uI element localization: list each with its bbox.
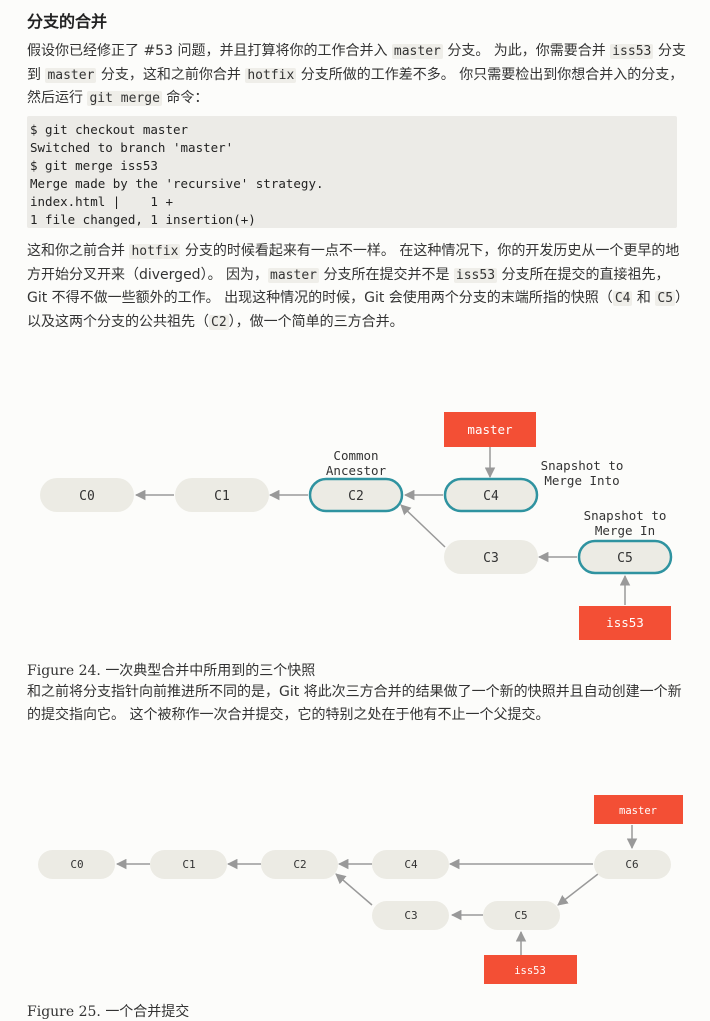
commit-label: C4 — [404, 858, 418, 871]
commit-c5[interactable]: C5 — [483, 901, 560, 930]
commit-label: C1 — [214, 489, 230, 504]
commit-c3[interactable]: C3 — [372, 901, 449, 930]
inline-code: C4 — [612, 291, 633, 306]
inline-code: master — [391, 44, 443, 59]
branch-label: iss53 — [606, 615, 644, 630]
text: 和 — [632, 290, 656, 306]
text: 分支的时候看起来有一点不一样。 在这种情况下，你的开发历史从一个更早的地方开始分… — [27, 243, 680, 283]
commit-label: C3 — [404, 909, 417, 922]
commit-c4[interactable]: C4 — [443, 477, 539, 513]
annotation-common: Common — [333, 448, 378, 463]
merge-commit-paragraph: 和之前将分支指针向前推进所不同的是，Git 将此次三方合并的结果做了一个新的快照… — [27, 684, 682, 723]
inline-code: hotfix — [129, 244, 181, 259]
text: 分支，这和之前你合并 — [96, 66, 246, 83]
commit-c3[interactable]: C3 — [444, 540, 538, 574]
code-line: Switched to branch 'master' — [30, 140, 234, 155]
commit-c4[interactable]: C4 — [372, 850, 449, 879]
figure-caption: Figure 24. 一次典型合并中所用到的三个快照 — [27, 663, 316, 679]
annotation-ancestor: Ancestor — [326, 463, 387, 478]
inline-code: git merge — [87, 91, 162, 106]
commit-label: C2 — [348, 489, 364, 504]
commit-label: C0 — [79, 489, 95, 504]
commit-c2[interactable]: C2 — [261, 850, 338, 879]
section-title: 分支的合并 — [27, 12, 108, 31]
text: 这和你之前合并 — [27, 243, 130, 259]
text: 分支到 — [27, 43, 686, 83]
branch-master[interactable]: master — [444, 412, 536, 447]
text: 分支。 为此，你需要合并 — [442, 43, 611, 59]
commit-c5[interactable]: C5 — [577, 539, 673, 575]
inline-code: hotfix — [245, 67, 297, 83]
code-line: $ git checkout master — [30, 122, 189, 137]
branch-label: master — [619, 805, 657, 817]
explanation-paragraph: 这和你之前合并 hotfix 分支的时候看起来有一点不一样。 在这种情况下，你的… — [27, 240, 687, 334]
annotation-snapshot: Snapshot to — [541, 458, 624, 473]
text: 假设你已经修正了 #53 问题，并且打算将你的工作合并入 — [27, 43, 392, 59]
text: ），做一个简单的三方合并。 — [228, 313, 404, 330]
figure-caption: Figure 25. 一个合并提交 — [27, 1004, 190, 1020]
commit-c2[interactable]: C2 — [308, 477, 404, 513]
text: ）以及这两个分支的公共祖先（ — [27, 290, 683, 330]
branch-label: iss53 — [514, 965, 546, 977]
figure-three-snapshots: C0 C1 C2 C4 C3 C5 master iss53 — [40, 412, 673, 640]
code-line: $ git merge iss53 — [30, 158, 158, 173]
commit-label: C6 — [625, 858, 638, 871]
inline-code: iss53 — [610, 44, 654, 59]
inline-code: iss53 — [453, 267, 498, 283]
commit-c0[interactable]: C0 — [40, 478, 134, 512]
code-line: index.html | 1 + — [30, 194, 173, 209]
commit-label: C4 — [483, 489, 499, 504]
branch-iss53[interactable]: iss53 — [484, 955, 577, 984]
text: 分支所在提交的直接祖先，Git 不得不做一些额外的工作。 出现这种情况的时候，G… — [27, 266, 670, 307]
commit-c0[interactable]: C0 — [38, 850, 115, 879]
branch-iss53[interactable]: iss53 — [579, 606, 671, 640]
commit-c1[interactable]: C1 — [150, 850, 227, 879]
annotation-merge-in: Merge In — [595, 523, 655, 538]
annotation-merge-into: Merge Into — [544, 473, 619, 488]
arrow-c3-c2 — [335, 873, 373, 906]
inline-code: master — [268, 267, 319, 283]
code-line: 1 file changed, 1 insertion(+) — [30, 212, 256, 227]
branch-master[interactable]: master — [594, 795, 683, 824]
commit-c1[interactable]: C1 — [175, 478, 269, 512]
text: 分支所在提交并不是 — [319, 266, 454, 283]
figure-merge-commit: C0 C1 C2 C4 C6 C3 C5 master — [38, 795, 683, 984]
inline-code: C2 — [209, 314, 229, 330]
text: 命令： — [161, 90, 209, 106]
branch-label: master — [467, 422, 513, 437]
intro-paragraph: 假设你已经修正了 #53 问题，并且打算将你的工作合并入 master 分支。 … — [27, 40, 687, 111]
commit-c6[interactable]: C6 — [594, 850, 671, 879]
commit-label: C5 — [514, 909, 527, 922]
inline-code: master — [45, 67, 97, 83]
commit-label: C5 — [617, 551, 633, 566]
commit-label: C3 — [483, 551, 499, 566]
commit-label: C0 — [70, 858, 83, 871]
commit-label: C1 — [182, 858, 195, 871]
arrow-c3-c2 — [400, 504, 446, 548]
arrow-c6-c5 — [557, 873, 599, 906]
commit-label: C2 — [293, 858, 306, 871]
text: 分支所做的工作差不多。 你只需要检出到你想合并入的分支，然后运行 — [27, 66, 684, 107]
code-line: Merge made by the 'recursive' strategy. — [30, 176, 324, 191]
inline-code: C5 — [655, 291, 676, 306]
annotation-snapshot: Snapshot to — [584, 508, 667, 523]
